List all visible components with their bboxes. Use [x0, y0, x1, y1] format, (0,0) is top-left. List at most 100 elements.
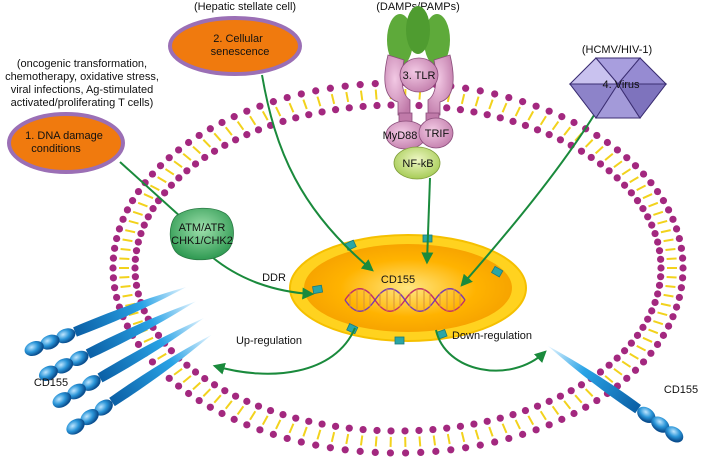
lipid-head [483, 111, 491, 119]
lipid-head [659, 331, 668, 339]
lipid-head [134, 187, 143, 196]
lipid-head [331, 106, 340, 114]
lipid-head [651, 229, 659, 238]
lipid-head [532, 102, 540, 110]
receptor-domain [24, 340, 44, 356]
lipid-tail [224, 400, 233, 410]
lipid-tail [539, 410, 547, 421]
lipid-head [577, 381, 586, 389]
trif-node [418, 117, 454, 149]
lipid-tail [474, 96, 480, 107]
lipid-tail [653, 210, 664, 216]
lipid-head [556, 392, 565, 400]
lipid-tail [249, 115, 257, 126]
cd155-receptor-icon [38, 301, 196, 381]
lipid-head [174, 382, 183, 390]
lipid-head [221, 141, 229, 149]
lipid-head [627, 339, 635, 347]
lipid-tail [224, 126, 233, 136]
lipid-head [639, 358, 648, 366]
lipid-head [462, 84, 470, 92]
cd155-receptor-cluster-left [24, 287, 212, 435]
lipid-head [201, 153, 209, 162]
ddr-label: DDR [262, 272, 286, 284]
lipid-head [558, 415, 566, 423]
arrow-down-regulation [435, 329, 547, 372]
lipid-head [415, 426, 423, 435]
lipid-tail [213, 132, 222, 142]
lipid-head [587, 153, 595, 162]
lipid-head [230, 415, 238, 423]
lipid-head [123, 322, 132, 330]
lipid-tail [501, 423, 508, 434]
lipid-tail [653, 320, 664, 326]
lipid-head [545, 107, 553, 115]
lipid-head [476, 87, 484, 95]
lipid-head [345, 424, 353, 432]
lipid-head [331, 422, 340, 430]
lipid-tail [660, 229, 671, 234]
tlr-core-icon [399, 57, 439, 93]
lipid-head [167, 347, 176, 355]
receptor-domain [94, 399, 113, 416]
receptor-domain [665, 426, 684, 443]
lipid-tail [584, 139, 594, 148]
dna-damage-label-line-1: 1. DNA damage [25, 130, 103, 142]
lipid-head [154, 331, 163, 339]
dna-damage-context-line-2: chemotherapy, oxidative stress, [5, 71, 159, 83]
lipid-head [648, 221, 656, 229]
arrow-dna-damage-to-kinases [119, 161, 183, 219]
lipid-head [266, 406, 275, 415]
lipid-head [505, 434, 513, 443]
lipid-head [496, 414, 504, 422]
stimulus-virus: (HCMV/HIV-1) 4. Virus [568, 44, 668, 119]
lipid-head [570, 118, 578, 127]
lipid-tail [666, 275, 677, 279]
lipid-tail [665, 247, 676, 252]
lipid-head [312, 441, 320, 449]
lipid-tail [666, 257, 677, 261]
lipid-head [672, 303, 681, 311]
lipid-tail [275, 106, 282, 117]
cd155-receptor-icon [52, 318, 204, 408]
lipid-head [134, 340, 143, 349]
lipid-head [341, 446, 349, 454]
lipid-tail [629, 176, 639, 184]
lipid-head [483, 417, 491, 425]
lipid-tail [137, 201, 148, 208]
lipid-head [545, 131, 553, 139]
lipid-tail [173, 367, 183, 376]
lipid-head [371, 448, 379, 457]
lipid-head [137, 229, 145, 238]
lipid-tail [143, 336, 154, 343]
lipid-head [677, 244, 685, 252]
myd88-label: MyD88 [383, 130, 418, 142]
lipid-tail [374, 436, 378, 447]
receptor-domain [54, 358, 74, 374]
lipid-head [545, 397, 553, 405]
lipid-tail [261, 110, 269, 121]
lipid-head [664, 206, 673, 214]
receptor-domain [651, 416, 670, 433]
lipid-head [491, 90, 499, 98]
tlr-label: 3. TLR [403, 70, 436, 82]
lipid-head [167, 181, 176, 189]
lipid-tail [119, 275, 130, 279]
lipid-head [669, 215, 677, 223]
lipid-head [131, 273, 139, 281]
lipid-head [254, 126, 263, 134]
stimulus-tlr: (DAMPs/PAMPs) 3. TLR MyD88 TRIF NF-kB [376, 1, 460, 180]
lipid-tail [236, 120, 245, 131]
lipid-head [519, 430, 527, 438]
dna-damage-label-line-2: conditions [31, 143, 81, 155]
lipid-tail [642, 336, 653, 343]
lipid-head [279, 410, 287, 419]
lipid-head [119, 215, 127, 223]
virus-label: 4. Virus [602, 79, 640, 91]
lipid-head [496, 114, 504, 122]
lipid-head [191, 368, 200, 376]
lipid-tail [122, 238, 133, 243]
lipid-head [633, 331, 642, 339]
lipid-head [387, 427, 395, 435]
receptor-domain [66, 418, 85, 435]
